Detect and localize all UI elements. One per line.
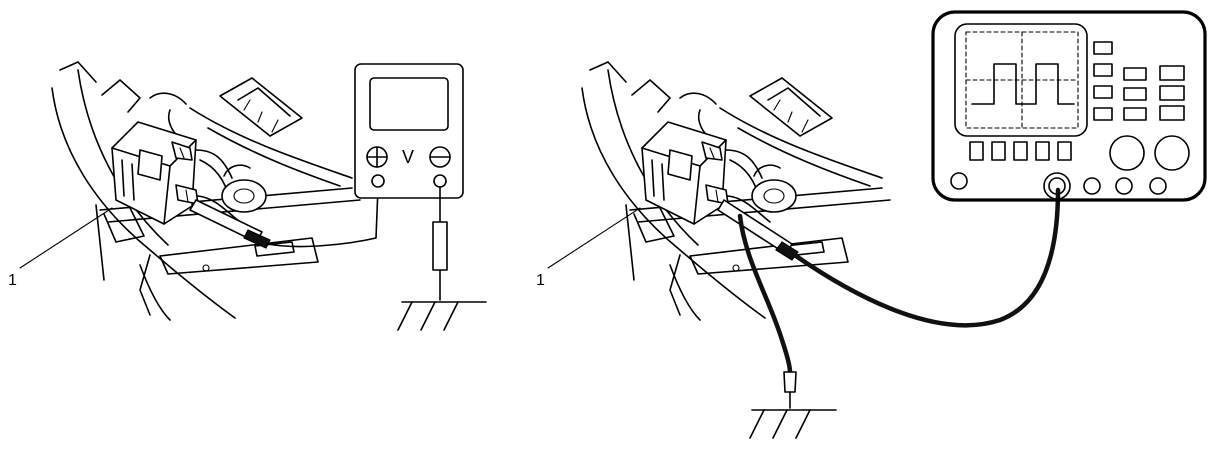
oscilloscope-screen — [954, 23, 1088, 137]
left-panel: V 1 — [8, 61, 487, 331]
right-panel: 1 — [536, 10, 1207, 439]
callout-right: 1 — [536, 207, 641, 289]
callout-label-left: 1 — [8, 272, 17, 289]
vehicle-body-right — [581, 61, 891, 321]
ecu-module-left — [111, 121, 267, 225]
oscilloscope-input-jack — [1043, 172, 1071, 200]
square-wave-trace — [971, 63, 1075, 105]
callout-label-right: 1 — [536, 272, 545, 289]
voltmeter-probe-left — [189, 187, 379, 249]
oscilloscope — [931, 10, 1207, 202]
voltmeter-negative-jack — [433, 174, 447, 188]
oscilloscope-probe-signal — [717, 187, 1061, 328]
ground-probe-left — [397, 186, 487, 331]
callout-left: 1 — [8, 207, 113, 289]
voltmeter-label: V — [402, 147, 414, 167]
oscilloscope-ground-lead — [737, 213, 837, 439]
voltmeter-positive-jack — [371, 174, 385, 188]
voltmeter: V — [354, 63, 464, 199]
vehicle-body-left — [51, 61, 361, 321]
ecu-module-right — [641, 121, 797, 225]
